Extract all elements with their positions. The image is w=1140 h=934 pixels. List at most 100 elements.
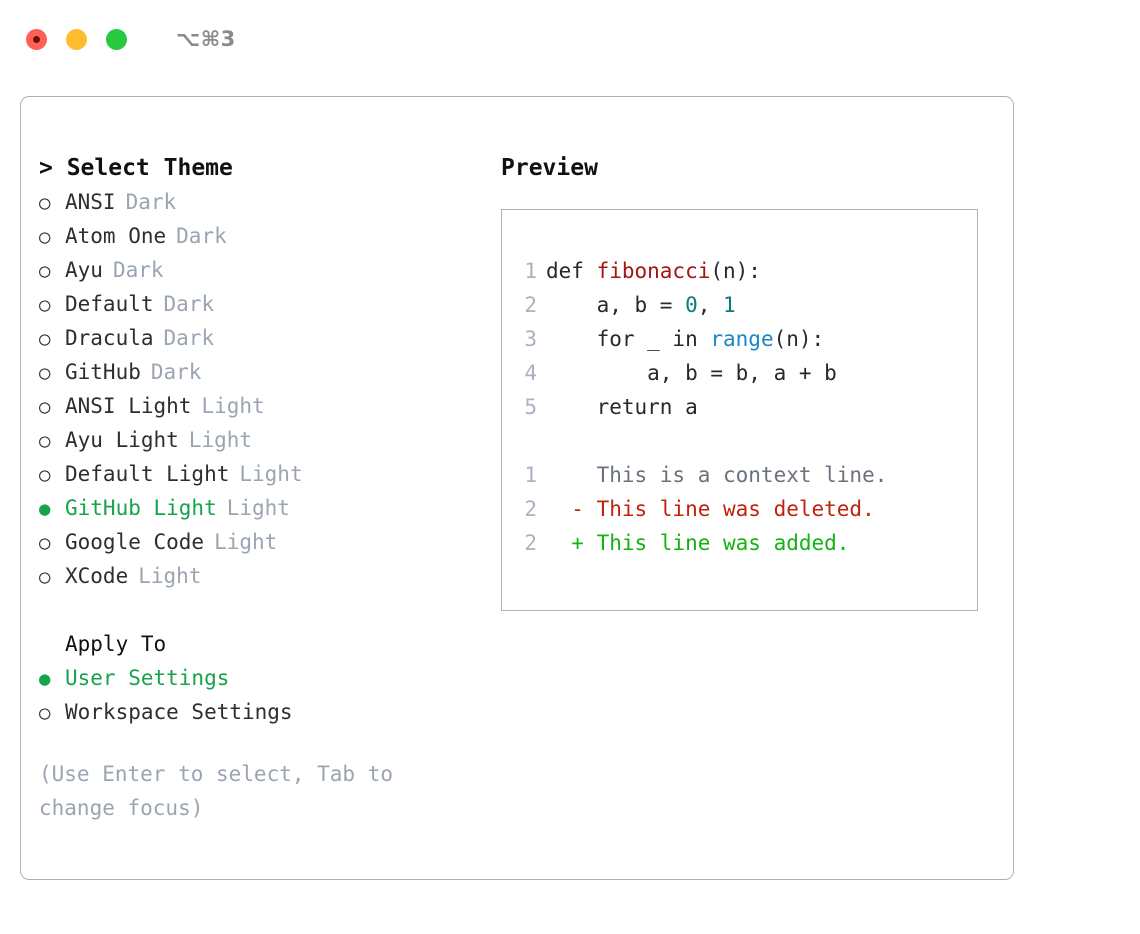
code-line-text: a, b = b, a + b <box>546 356 837 390</box>
radio-selected-icon: ● <box>39 498 51 520</box>
minimize-button[interactable] <box>66 28 87 50</box>
code-token-plain: def <box>546 259 597 283</box>
window-shortcut-label: ⌥⌘3 <box>176 27 236 51</box>
code-line: 5 return a <box>502 390 977 424</box>
radio-unselected-icon: ○ <box>39 294 51 316</box>
theme-option-label: Default <box>65 292 154 316</box>
code-token-num: 0 <box>685 293 698 317</box>
diff-sample: 1 This is a context line.2 - This line w… <box>502 458 977 560</box>
apply-to-option-label: Workspace Settings <box>65 700 293 724</box>
radio-unselected-icon: ○ <box>39 226 51 248</box>
apply-to-option-workspace-settings[interactable]: ○ Workspace Settings <box>39 695 489 729</box>
diff-line-number: 2 <box>524 531 537 555</box>
keyboard-hint-text: (Use Enter to select, Tab to change focu… <box>39 762 394 820</box>
code-token-plain: , <box>697 293 724 317</box>
theme-option-label: Google Code <box>65 530 205 554</box>
theme-option-default[interactable]: ○ Default Dark <box>39 287 489 321</box>
diff-line-number: 1 <box>524 463 537 487</box>
theme-option-label: GitHub <box>65 360 141 384</box>
theme-variant-tag: Light <box>188 428 253 452</box>
theme-variant-tag: Light <box>239 462 303 486</box>
diff-line-text: This is a context line. <box>546 463 888 487</box>
theme-option-ansi[interactable]: ○ ANSI Dark <box>39 185 489 219</box>
theme-option-label: ANSI Light <box>65 394 192 418</box>
theme-variant-tag: Dark <box>125 190 177 214</box>
theme-variant-tag: Light <box>138 564 202 588</box>
select-theme-header: > Select Theme <box>39 155 233 181</box>
diff-line-text: + This line was added. <box>546 531 850 555</box>
theme-option-label: ANSI <box>65 190 116 214</box>
code-line-text: def fibonacci(n): <box>546 254 761 288</box>
radio-unselected-icon: ○ <box>39 192 51 214</box>
diff-line-ctx: 1 This is a context line. <box>502 458 977 492</box>
code-line: 3 for _ in range(n): <box>502 322 977 356</box>
radio-unselected-icon: ○ <box>39 396 51 418</box>
preview-header: Preview <box>501 155 598 181</box>
theme-variant-tag: Dark <box>112 258 164 282</box>
code-token-plain: a, b = <box>546 293 686 317</box>
theme-option-label: Atom One <box>65 224 167 248</box>
theme-variant-tag: Dark <box>163 326 215 350</box>
theme-option-atom-one[interactable]: ○ Atom One Dark <box>39 219 489 253</box>
code-line-number: 4 <box>524 361 537 385</box>
theme-option-label: Ayu Light <box>65 428 179 452</box>
code-diff-spacer <box>502 424 977 458</box>
radio-unselected-icon: ○ <box>39 566 51 588</box>
code-line-text: for _ in range(n): <box>546 322 825 356</box>
code-line-text: return a <box>546 390 698 424</box>
theme-variant-tag: Dark <box>163 292 215 316</box>
diff-line-text: - This line was deleted. <box>546 497 875 521</box>
radio-unselected-icon: ○ <box>39 702 51 724</box>
theme-option-ayu[interactable]: ○ Ayu Dark <box>39 253 489 287</box>
theme-variant-tag: Dark <box>176 224 227 248</box>
code-line: 2 a, b = 0, 1 <box>502 288 977 322</box>
code-token-call: range <box>710 327 774 351</box>
theme-option-ansi-light[interactable]: ○ ANSI Light Light <box>39 389 489 423</box>
code-line: 1 def fibonacci(n): <box>502 254 977 288</box>
code-token-plain: (n): <box>773 327 825 351</box>
theme-variant-tag: Dark <box>150 360 202 384</box>
theme-option-github[interactable]: ○ GitHub Dark <box>39 355 489 389</box>
radio-unselected-icon: ○ <box>39 464 51 486</box>
radio-selected-icon: ● <box>39 668 51 690</box>
radio-unselected-icon: ○ <box>39 260 51 282</box>
code-line-number: 1 <box>524 259 537 283</box>
radio-unselected-icon: ○ <box>39 328 51 350</box>
code-token-plain: return a <box>546 395 698 419</box>
theme-variant-tag: Light <box>201 394 265 418</box>
code-line: 4 a, b = b, a + b <box>502 356 977 390</box>
code-token-plain: a, b = b, a + b <box>546 361 837 385</box>
apply-to-header: ○ Apply To <box>39 627 489 661</box>
code-line-text: a, b = 0, 1 <box>546 288 736 322</box>
apply-to-option-user-settings[interactable]: ●User Settings <box>39 661 489 695</box>
theme-variant-tag: Light <box>226 496 290 520</box>
radio-unselected-icon: ○ <box>39 532 51 554</box>
diff-line-number: 2 <box>524 497 537 521</box>
theme-option-github-light[interactable]: ● GitHub Light Light <box>39 491 489 525</box>
diff-line-add: 2 + This line was added. <box>502 526 977 560</box>
code-line-number: 2 <box>524 293 537 317</box>
theme-option-label: GitHub Light <box>65 496 217 520</box>
radio-unselected-icon: ○ <box>39 362 51 384</box>
theme-option-dracula[interactable]: ○ Dracula Dark <box>39 321 489 355</box>
diff-line-del: 2 - This line was deleted. <box>502 492 977 526</box>
maximize-button[interactable] <box>106 28 127 50</box>
theme-option-label: Ayu <box>65 258 103 282</box>
code-token-num: 1 <box>723 293 736 317</box>
close-button[interactable] <box>26 28 47 50</box>
code-token-plain: (n): <box>710 259 761 283</box>
theme-option-label: Dracula <box>65 326 154 350</box>
code-token-func: fibonacci <box>596 259 711 283</box>
window-titlebar: ⌥⌘3 <box>0 0 1140 78</box>
apply-to-list[interactable]: ●User Settings ○ Workspace Settings <box>39 661 489 729</box>
